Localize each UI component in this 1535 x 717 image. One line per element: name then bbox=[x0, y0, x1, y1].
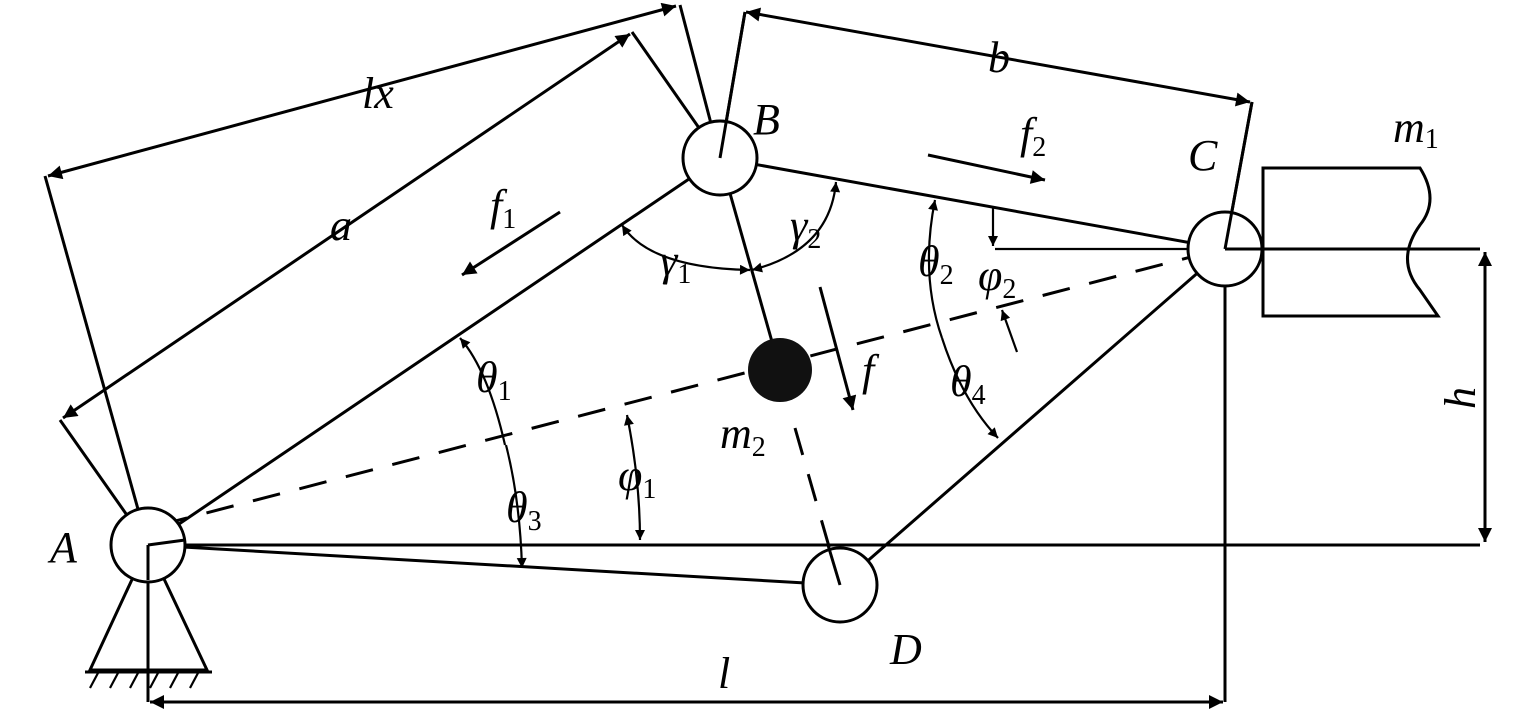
label-point-C: C bbox=[1188, 131, 1218, 180]
label-f2-sub: 2 bbox=[1032, 132, 1046, 163]
label-theta1-sub: 1 bbox=[498, 376, 512, 407]
label-phi1: φ1 bbox=[618, 451, 656, 505]
force-f2-arrow bbox=[927, 153, 1046, 184]
label-f: f bbox=[862, 346, 880, 395]
label-phi1-base: φ bbox=[618, 451, 642, 500]
label-b: b bbox=[988, 33, 1010, 82]
label-m2-sub: 2 bbox=[752, 432, 766, 463]
dim-a-line bbox=[62, 32, 631, 420]
ground-support bbox=[85, 541, 212, 689]
label-phi1-sub: 1 bbox=[642, 474, 656, 505]
label-theta2-base: θ bbox=[918, 237, 940, 286]
label-l: l bbox=[718, 649, 730, 698]
label-theta3-base: θ bbox=[506, 483, 528, 532]
label-f1-sub: 1 bbox=[502, 204, 516, 235]
label-theta3-sub: 3 bbox=[528, 506, 542, 537]
label-phi2-sub: 2 bbox=[1002, 274, 1016, 305]
dashed-lines bbox=[159, 250, 1211, 586]
force-f-arrow bbox=[818, 286, 857, 411]
angle-arcs bbox=[459, 181, 1019, 569]
joints bbox=[109, 11, 1264, 624]
arc-theta2 bbox=[927, 199, 944, 339]
label-phi2: φ2 bbox=[978, 251, 1016, 305]
force-f1-arrow bbox=[461, 210, 561, 277]
label-gamma1-sub: 1 bbox=[677, 259, 691, 290]
label-theta3: θ3 bbox=[506, 483, 542, 537]
mass-block-m1 bbox=[1261, 166, 1441, 318]
label-theta1: θ1 bbox=[476, 353, 512, 407]
label-theta2: θ2 bbox=[918, 237, 954, 291]
dimension-arrows bbox=[47, 2, 1492, 709]
extension-lines bbox=[43, 4, 1254, 546]
arc-phi1 bbox=[624, 414, 645, 541]
labels: A B C D lx a b h l f f1 f2 m1 m2 θ1 θ2 θ… bbox=[47, 33, 1485, 698]
links bbox=[147, 156, 1226, 587]
label-lx: lx bbox=[362, 69, 394, 118]
arc-theta3 bbox=[504, 444, 527, 569]
label-theta4-sub: 4 bbox=[972, 380, 986, 411]
reference-lines bbox=[146, 247, 1480, 702]
label-point-B: B bbox=[753, 95, 780, 144]
label-point-A: A bbox=[47, 523, 78, 572]
label-theta2-sub: 2 bbox=[940, 260, 954, 291]
label-m1-sub: 1 bbox=[1425, 124, 1439, 155]
arc-theta4 bbox=[940, 337, 999, 439]
label-gamma1-base: γ bbox=[660, 236, 679, 285]
label-f1: f1 bbox=[490, 181, 516, 235]
label-gamma2: γ2 bbox=[790, 201, 821, 255]
label-gamma1: γ1 bbox=[660, 236, 691, 290]
label-f2: f2 bbox=[1020, 109, 1046, 163]
mass-m2-ball bbox=[748, 338, 812, 402]
label-phi2-base: φ bbox=[978, 251, 1002, 300]
force-arrows bbox=[461, 153, 1046, 411]
label-m2: m2 bbox=[720, 409, 766, 463]
label-m1: m1 bbox=[1393, 103, 1439, 155]
label-theta1-base: θ bbox=[476, 353, 498, 402]
arc-phi2-bottom bbox=[1000, 309, 1019, 353]
label-a: a bbox=[330, 201, 352, 250]
arc-theta1 bbox=[459, 337, 507, 446]
dim-b-line bbox=[745, 7, 1251, 107]
label-theta4-base: θ bbox=[950, 357, 972, 406]
label-gamma2-sub: 2 bbox=[807, 224, 821, 255]
label-theta4: θ4 bbox=[950, 357, 986, 411]
label-h: h bbox=[1436, 387, 1485, 409]
label-point-D: D bbox=[889, 625, 922, 674]
label-gamma2-base: γ bbox=[790, 201, 809, 250]
label-m1-base: m bbox=[1393, 103, 1425, 152]
arc-gamma1 bbox=[621, 224, 751, 275]
label-m2-base: m bbox=[720, 409, 752, 458]
arc-gamma2 bbox=[751, 181, 841, 273]
